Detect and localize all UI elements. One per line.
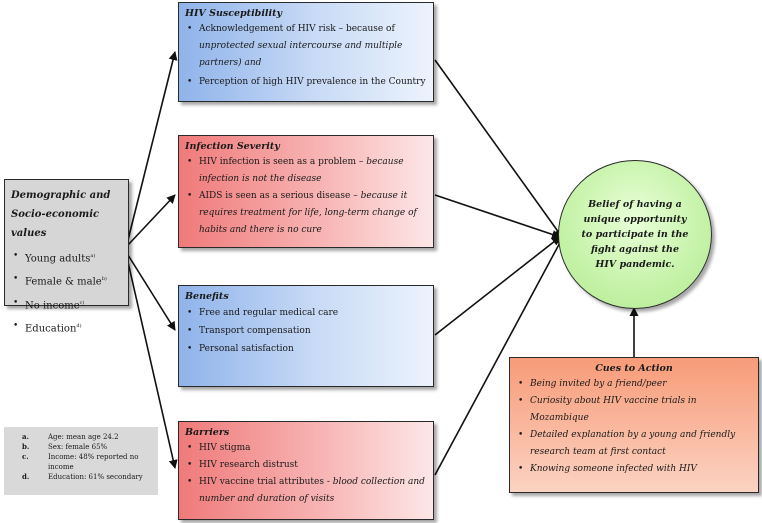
barriers-box: Barriers HIV stigma HIV research distrus… <box>178 421 434 520</box>
arrow-susceptibility-to-belief <box>434 59 563 238</box>
legend-item: b.Sex: female 65% <box>22 442 108 451</box>
legend-item: c.Income: 48% reported no income <box>22 452 139 471</box>
demographic-item: Young adultsa) <box>11 246 122 269</box>
cues-item: Knowing someone infected with HIV <box>516 461 752 478</box>
barriers-item: HIV research distrust <box>185 457 427 474</box>
benefits-title: Benefits <box>185 291 229 302</box>
benefits-item: Personal satisfaction <box>185 340 427 358</box>
severity-item: AIDS is seen as a serious disease – beca… <box>185 188 427 239</box>
barriers-title: Barriers <box>185 427 230 438</box>
arrow-severity-to-belief <box>434 194 561 239</box>
belief-text: Belief of having a unique opportunity to… <box>581 199 689 270</box>
severity-box: Infection Severity HIV infection is seen… <box>178 135 434 248</box>
arrow-demo-to-barriers <box>127 261 178 469</box>
legend-item: a.Age: mean age 24.2 <box>22 432 119 441</box>
arrow-demo-to-susceptibility <box>127 51 178 241</box>
legend-item: d.Education: 61% secondary <box>22 472 143 481</box>
susceptibility-item: Acknowledgement of HIV risk – because of… <box>185 21 427 72</box>
arrow-demo-to-benefits <box>127 254 176 331</box>
demographic-item: No incomec) <box>11 293 122 316</box>
cues-item: Curiosity about HIV vaccine trials in Mo… <box>516 393 752 427</box>
demographic-item: Female & maleb) <box>11 269 122 292</box>
benefits-item: Transport compensation <box>185 322 427 340</box>
susceptibility-box: HIV Susceptibility Acknowledgement of HI… <box>178 2 434 102</box>
barriers-item: HIV stigma <box>185 440 427 457</box>
barriers-item: HIV vaccine trial attributes - blood col… <box>185 474 427 508</box>
belief-circle: Belief of having a unique opportunity to… <box>558 160 712 309</box>
demographic-box: Demographic and Socio-economic values Yo… <box>4 179 129 337</box>
arrow-demo-to-severity <box>127 194 176 246</box>
cues-item: Being invited by a friend/peer <box>516 376 752 393</box>
severity-item: HIV infection is seen as a problem – bec… <box>185 154 427 188</box>
cues-title: Cues to Action <box>595 363 673 374</box>
arrow-benefits-to-belief <box>434 236 561 336</box>
demographic-title-line1: Demographic and <box>11 190 111 201</box>
demographic-title-line2: Socio-economic values <box>11 209 100 239</box>
footnote-legend: a.Age: mean age 24.2 b.Sex: female 65% c… <box>4 427 158 495</box>
cues-box: Cues to Action Being invited by a friend… <box>509 357 759 493</box>
susceptibility-item: Perception of high HIV prevalence in the… <box>185 74 427 91</box>
benefits-box: Benefits Free and regular medical care T… <box>178 285 434 387</box>
demographic-item: Educationd) <box>11 316 122 339</box>
susceptibility-title: HIV Susceptibility <box>185 8 283 19</box>
severity-title: Infection Severity <box>185 141 280 152</box>
cues-item: Detailed explanation by a young and frie… <box>516 427 752 461</box>
arrow-barriers-to-belief <box>434 236 564 476</box>
benefits-item: Free and regular medical care <box>185 304 427 322</box>
